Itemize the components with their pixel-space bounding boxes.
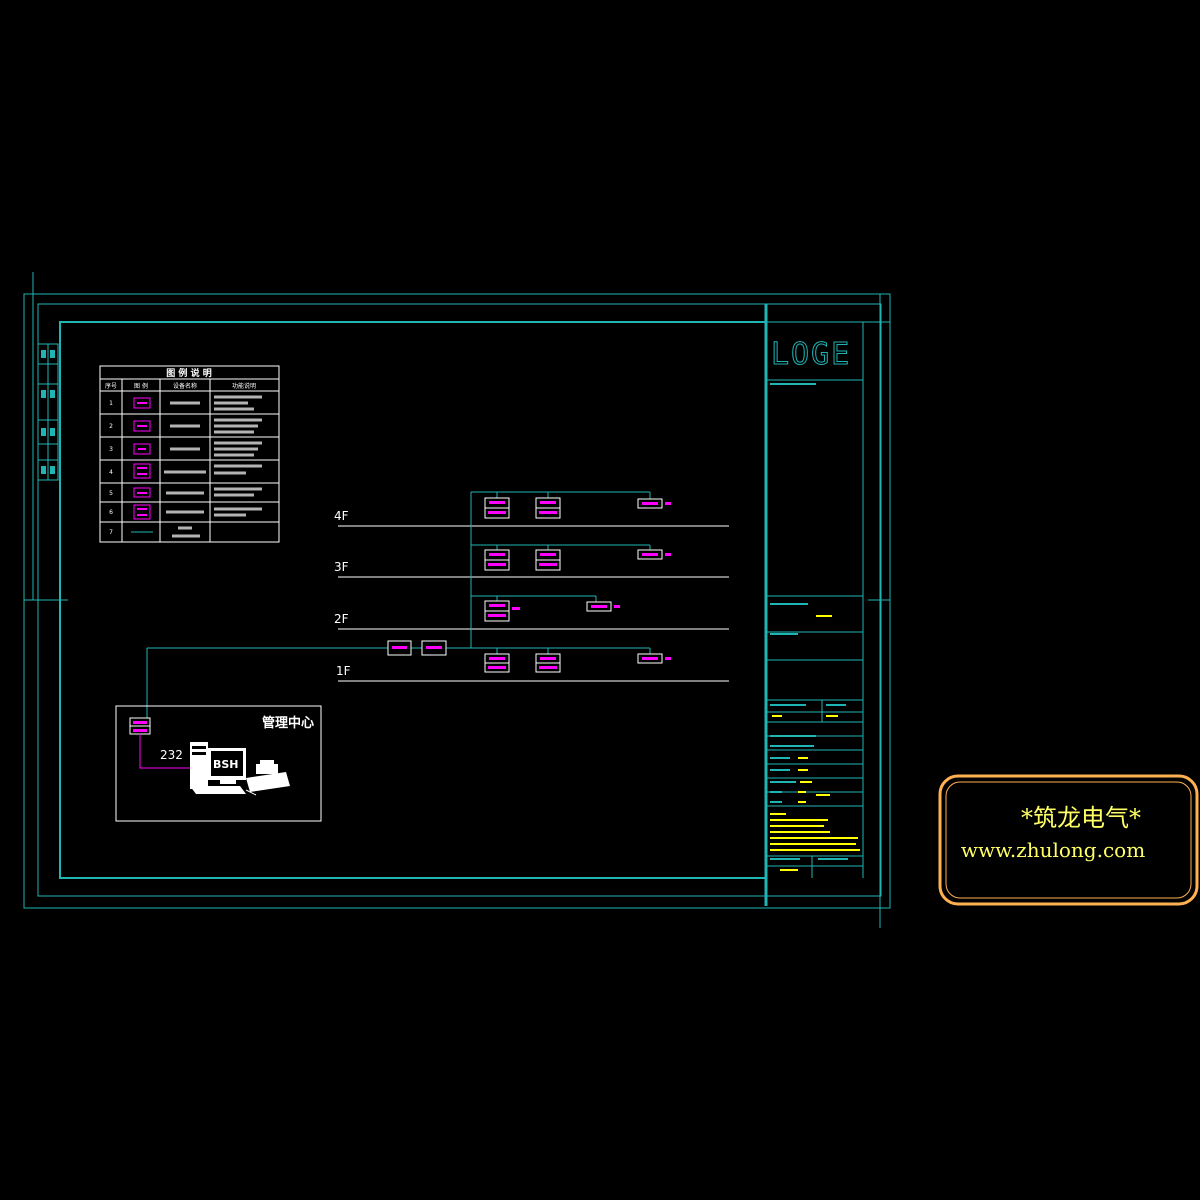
management-center-label: 管理中心 <box>262 715 314 731</box>
legend-header-name: 设备名称 <box>173 382 197 390</box>
legend-title: 图 例 说 明 <box>166 367 211 379</box>
module-1f-c <box>637 653 663 664</box>
legend-illegible-text <box>164 395 262 538</box>
module-3f-c <box>637 549 663 560</box>
drawing-frame <box>23 272 891 928</box>
device-modules <box>387 497 663 673</box>
legend-row-no: 3 <box>109 446 113 453</box>
title-block-illegible-text <box>770 383 860 871</box>
legend-symbol-module <box>133 420 151 432</box>
watermark-name: *筑龙电气* <box>1021 804 1141 832</box>
legend-table <box>99 365 280 543</box>
legend-symbol-module <box>133 487 151 498</box>
computer-tower-icon <box>190 742 208 789</box>
computer-label: BSH <box>213 758 239 771</box>
title-block-logo: LOGE <box>771 337 851 372</box>
floor-label-2f: 2F <box>334 612 349 626</box>
module-labels <box>392 501 671 669</box>
printer-icon <box>246 760 290 792</box>
legend-row-no: 6 <box>109 509 113 516</box>
legend-symbol-module <box>133 397 151 409</box>
legend-row-no: 2 <box>109 423 113 430</box>
module-repeater-a <box>387 640 412 656</box>
legend-symbols <box>131 395 262 538</box>
legend-header-desc: 功能说明 <box>232 382 256 390</box>
keyboard-icon <box>190 786 246 794</box>
watermark-url: www.zhulong.com <box>961 838 1145 862</box>
floor-lines <box>338 525 729 682</box>
title-block <box>766 322 864 878</box>
legend-header-no: 序号 <box>105 382 117 390</box>
floor-label-4f: 4F <box>334 509 349 523</box>
floor-labels: 4F 3F 2F 1F <box>334 509 351 678</box>
legend-text: 图 例 说 明 序号 图 例 设备名称 功能说明 1 2 3 4 5 6 7 8 <box>105 367 256 536</box>
module-4f-c <box>637 498 663 509</box>
legend-row-no: 4 <box>109 469 113 476</box>
legend-symbol-labels <box>137 402 147 516</box>
legend-symbol-module <box>133 443 151 455</box>
legend-row-no: 7 <box>109 529 113 536</box>
legend-symbol-module <box>133 504 151 520</box>
bus-wiring <box>146 491 651 718</box>
management-center: 管理中心 232 BSH <box>115 705 322 822</box>
floor-label-3f: 3F <box>334 560 349 574</box>
monitor-icon: BSH <box>208 748 246 784</box>
legend-header-symbol: 图 例 <box>134 382 148 390</box>
watermark: *筑龙电气* www.zhulong.com <box>938 774 1199 906</box>
legend-symbol-module <box>133 463 151 479</box>
module-2f-c <box>586 601 612 612</box>
floor-label-1f: 1F <box>336 664 351 678</box>
module-repeater-b <box>421 640 447 656</box>
legend-row-no: 5 <box>109 490 113 497</box>
rs232-port-label: 232 <box>160 748 183 762</box>
legend-row-no: 1 <box>109 400 113 407</box>
